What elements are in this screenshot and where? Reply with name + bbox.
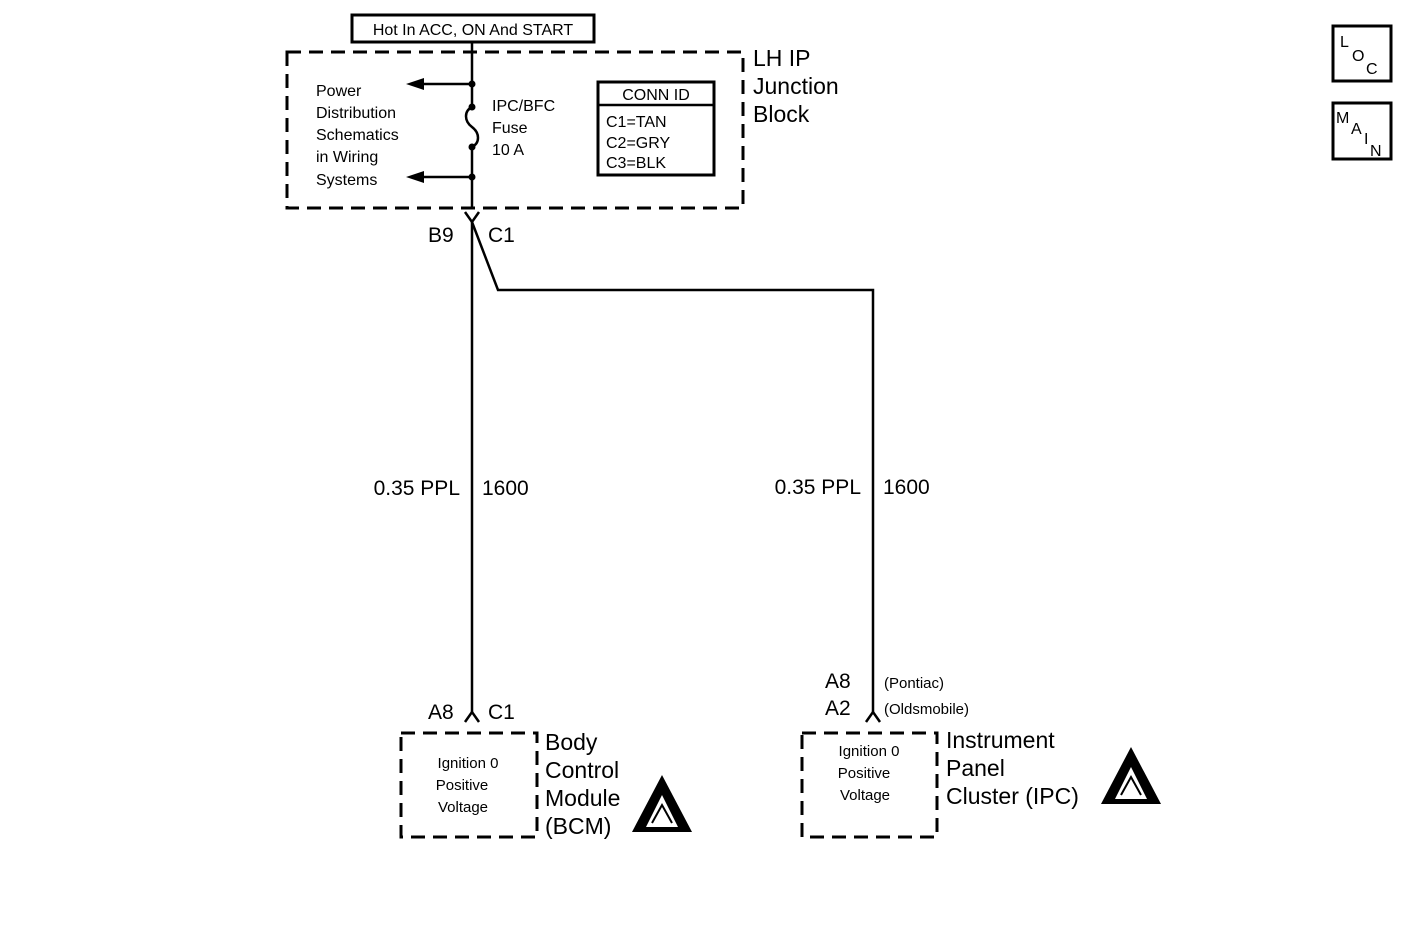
svg-text:Schematics: Schematics bbox=[316, 127, 399, 144]
bcm-boundary bbox=[399, 731, 539, 839]
conn-id-table: CONN ID C1=TAN C2=GRY C3=BLK bbox=[596, 80, 716, 177]
junction-block-boundary bbox=[285, 50, 745, 210]
feed-wire bbox=[464, 42, 480, 208]
svg-text:N: N bbox=[1370, 143, 1382, 160]
svg-text:in Wiring: in Wiring bbox=[316, 149, 378, 166]
svg-text:C1: C1 bbox=[488, 701, 515, 724]
svg-text:A8: A8 bbox=[825, 670, 851, 693]
svg-text:(Pontiac): (Pontiac) bbox=[884, 675, 944, 692]
esd-warning-icon bbox=[1101, 747, 1161, 804]
arrow-left-icon bbox=[406, 78, 424, 90]
svg-text:Instrument: Instrument bbox=[946, 727, 1055, 753]
svg-text:1600: 1600 bbox=[482, 477, 529, 500]
svg-text:C3=BLK: C3=BLK bbox=[606, 155, 666, 172]
svg-text:Positive: Positive bbox=[436, 777, 489, 794]
svg-text:Ignition 0: Ignition 0 bbox=[839, 743, 900, 760]
svg-text:10 A: 10 A bbox=[492, 142, 524, 159]
svg-text:IPC/BFC: IPC/BFC bbox=[492, 98, 555, 115]
svg-text:LH IP: LH IP bbox=[753, 45, 811, 71]
junction-connector: B9 C1 bbox=[428, 211, 515, 247]
svg-text:Fuse: Fuse bbox=[492, 120, 528, 137]
svg-text:Ignition 0: Ignition 0 bbox=[438, 755, 499, 772]
svg-text:B9: B9 bbox=[428, 224, 454, 247]
bcm-title: Body Control Module (BCM) bbox=[545, 729, 620, 839]
svg-text:A: A bbox=[1351, 121, 1362, 138]
fuse-symbol bbox=[464, 105, 480, 149]
svg-text:Control: Control bbox=[545, 757, 619, 783]
svg-text:C: C bbox=[1366, 61, 1378, 78]
ipc-title: Instrument Panel Cluster (IPC) bbox=[946, 727, 1079, 809]
ipc-boundary bbox=[800, 731, 939, 839]
fuse-terminal-dot bbox=[468, 143, 476, 151]
fuse-terminal-dot bbox=[468, 103, 476, 111]
bcm-inner-label: Ignition 0 Positive Voltage bbox=[436, 755, 499, 816]
connector-pin-icon bbox=[463, 211, 481, 225]
svg-text:C1=TAN: C1=TAN bbox=[606, 114, 667, 131]
power-distribution-note: Power Distribution Schematics in Wiring … bbox=[316, 83, 399, 189]
power-dist-arrows bbox=[406, 78, 472, 183]
svg-text:(BCM): (BCM) bbox=[545, 813, 611, 839]
wire-label-bcm: 0.35 PPL 1600 bbox=[374, 477, 529, 500]
svg-text:Cluster (IPC): Cluster (IPC) bbox=[946, 783, 1079, 809]
arrow-left-icon bbox=[406, 171, 424, 183]
connector-pin-icon bbox=[463, 709, 481, 723]
svg-text:Voltage: Voltage bbox=[840, 787, 890, 804]
svg-text:Distribution: Distribution bbox=[316, 105, 396, 122]
svg-text:0.35 PPL: 0.35 PPL bbox=[775, 476, 861, 499]
svg-text:C1: C1 bbox=[488, 224, 515, 247]
svg-text:0.35 PPL: 0.35 PPL bbox=[374, 477, 460, 500]
hot-in-label: Hot In ACC, ON And START bbox=[350, 13, 596, 44]
svg-text:1600: 1600 bbox=[883, 476, 930, 499]
svg-text:M: M bbox=[1336, 110, 1349, 127]
svg-text:Positive: Positive bbox=[838, 765, 891, 782]
svg-text:CONN ID: CONN ID bbox=[622, 87, 690, 104]
junction-block-title: LH IP Junction Block bbox=[753, 45, 839, 127]
esd-warning-icon bbox=[632, 775, 692, 832]
ipc-inner-label: Ignition 0 Positive Voltage bbox=[838, 743, 900, 804]
svg-text:L: L bbox=[1340, 34, 1349, 51]
bcm-connector: A8 C1 bbox=[428, 701, 515, 724]
fuse-label: IPC/BFC Fuse 10 A bbox=[492, 98, 555, 159]
svg-text:Power: Power bbox=[316, 83, 362, 100]
svg-text:I: I bbox=[1364, 131, 1368, 148]
svg-text:Hot In ACC, ON And START: Hot In ACC, ON And START bbox=[373, 22, 574, 39]
wire-to-ipc bbox=[470, 221, 875, 712]
svg-text:Voltage: Voltage bbox=[438, 799, 488, 816]
loc-button[interactable]: L O C bbox=[1331, 24, 1393, 83]
svg-text:C2=GRY: C2=GRY bbox=[606, 135, 671, 152]
svg-text:A2: A2 bbox=[825, 697, 851, 720]
svg-text:A8: A8 bbox=[428, 701, 454, 724]
ipc-connector: A8 A2 (Pontiac) (Oldsmobile) bbox=[825, 670, 969, 723]
svg-text:(Oldsmobile): (Oldsmobile) bbox=[884, 701, 969, 718]
wire-label-ipc: 0.35 PPL 1600 bbox=[775, 476, 930, 499]
connector-pin-icon bbox=[864, 709, 882, 723]
svg-text:Module: Module bbox=[545, 785, 620, 811]
svg-text:Systems: Systems bbox=[316, 172, 377, 189]
svg-text:Panel: Panel bbox=[946, 755, 1005, 781]
svg-text:Junction: Junction bbox=[753, 73, 839, 99]
svg-text:O: O bbox=[1352, 48, 1364, 65]
main-button[interactable]: M A I N bbox=[1331, 101, 1393, 161]
svg-text:Block: Block bbox=[753, 101, 810, 127]
svg-text:Body: Body bbox=[545, 729, 598, 755]
